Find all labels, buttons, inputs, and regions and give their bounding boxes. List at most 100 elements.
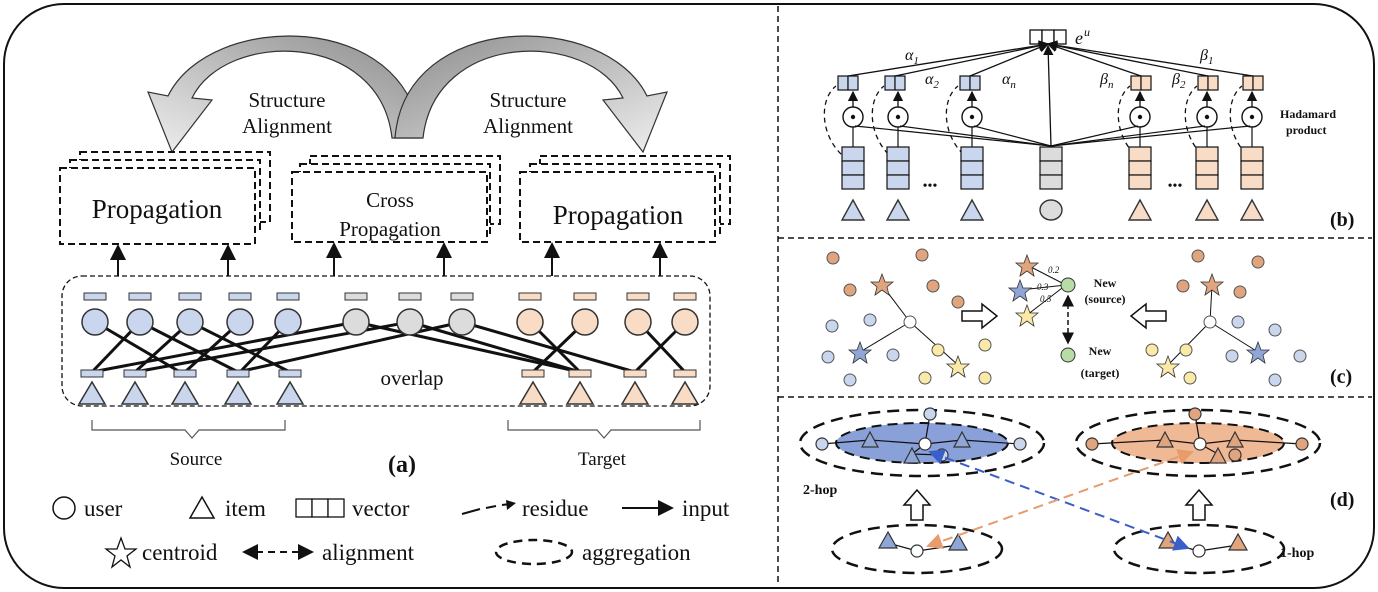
right-1hop: [1112, 523, 1286, 575]
bipartite-edges: [90, 320, 687, 374]
legend-aggregation-icon: [494, 538, 574, 566]
arrow-right-label-1: Structure: [490, 88, 567, 112]
panel-a: Structure Alignment Structure Alignment …: [59, 35, 731, 478]
eu-input-lines: [847, 40, 1254, 147]
panel-b-nodes: [840, 198, 1265, 221]
legend-item-icon: [188, 495, 216, 519]
legend-vector: vector: [352, 496, 410, 521]
arrow-right-hollow: [961, 302, 999, 330]
propagation-stack-left: [59, 151, 271, 245]
item-vectors: [80, 369, 697, 378]
alpha-1: α1: [905, 47, 919, 67]
panel-c: 0.2 0.3 0.5 New (source) New (target) (c…: [821, 248, 1352, 388]
up-arrow-right: [1184, 488, 1214, 521]
beta-n: βn: [1099, 71, 1114, 91]
box-right-label: Propagation: [553, 200, 684, 230]
legend-user: user: [84, 496, 123, 521]
propagation-stack-right: [519, 155, 731, 243]
arrow-left-label-2: Alignment: [242, 114, 332, 138]
caption-b: (b): [1330, 209, 1354, 231]
hadamard-arrows: [847, 90, 1258, 107]
beta-2: β2: [1171, 71, 1186, 91]
target-brace: [507, 420, 701, 439]
legend-centroid-icon: [104, 536, 138, 569]
right-1hop-nodes: [1157, 530, 1249, 558]
target-label: Target: [578, 449, 627, 470]
arrow-right-label-2: Alignment: [483, 114, 573, 138]
new-source-node: [1060, 277, 1076, 293]
alpha-n: αn: [1002, 71, 1016, 91]
center-to-hadamard: [854, 125, 1251, 147]
graph-container: [61, 275, 711, 407]
center-star-blue: [1007, 278, 1033, 302]
weight-1: 0.2: [1048, 265, 1060, 275]
input-arrows-a: [110, 242, 668, 276]
weighted-vectors: [837, 75, 1264, 91]
alignment-orange: [926, 449, 1194, 549]
legend-aggregation: aggregation: [582, 540, 691, 565]
alignment-arrow-right: [394, 35, 668, 154]
alignment-blue: [928, 449, 1190, 551]
propagation-stack-mid: [291, 155, 501, 243]
alignment-arrow-left: [147, 35, 421, 154]
eu-vector: [1029, 29, 1067, 45]
legend-residue-icon: [461, 503, 511, 515]
left-2hop-outer: [798, 408, 1046, 478]
hadamard-nodes: [842, 106, 1263, 128]
centroid-right-orange: [1199, 272, 1225, 296]
panel-d: 2-hop: [798, 407, 1354, 575]
legend-vector-icon: [295, 498, 345, 518]
caption-a: (a): [388, 452, 416, 478]
right-2hop-outer: [1074, 408, 1322, 478]
center-star-orange: [1014, 253, 1040, 277]
user-vectors: [83, 292, 697, 301]
legend-item: item: [225, 496, 266, 521]
center-star-yellow: [1014, 303, 1040, 327]
user-nodes: [81, 308, 699, 336]
legend-input: input: [682, 496, 730, 521]
vector-to-hadamard: [852, 127, 1253, 147]
left-1hop-nodes: [877, 530, 969, 558]
hadamard-dots: [850, 114, 1255, 120]
cluster-left-nodes: [821, 248, 992, 387]
legend-centroid: centroid: [142, 540, 218, 565]
legend-residue: residue: [522, 496, 588, 521]
item-nodes: [77, 380, 700, 405]
source-label: Source: [170, 449, 223, 470]
centroid-right-blue: [1245, 340, 1271, 364]
new-target-node: [1060, 347, 1076, 363]
centroid-left-yellow: [945, 354, 971, 378]
one-hop-label: 1-hop: [1280, 546, 1314, 561]
box-left-label: Propagation: [92, 194, 223, 224]
legend: user item vector residue input centroid …: [52, 495, 730, 569]
box-mid-label-1: Cross: [366, 188, 414, 212]
legend-user-icon: [52, 496, 76, 520]
weight-3: 0.5: [1040, 294, 1052, 304]
eu-label: e: [1075, 28, 1083, 48]
legend-residue-arrowhead: [506, 500, 516, 510]
alpha-2: α2: [925, 71, 939, 91]
two-hop-label: 2-hop: [803, 483, 837, 498]
overlap-label: overlap: [381, 366, 444, 390]
weight-2: 0.3: [1037, 282, 1049, 292]
cluster-right-nodes: [1145, 249, 1307, 387]
source-brace: [91, 420, 286, 439]
new-source-label-2: (source): [1084, 292, 1125, 306]
legend-alignment: alignment: [322, 540, 415, 565]
outer-frame: [3, 3, 1375, 589]
caption-d: (d): [1330, 489, 1354, 511]
right-2hop-nodes: [1085, 407, 1309, 464]
box-mid-label-2: Propagation: [339, 217, 441, 241]
up-arrow-left: [902, 488, 932, 521]
eu-sup: u: [1084, 25, 1090, 39]
embedding-vectors: [841, 146, 1264, 190]
new-target-label-2: (target): [1081, 366, 1120, 380]
panel-b: e u α1 α2 αn βn β2 β1: [823, 25, 1354, 231]
centroid-right-yellow: [1155, 354, 1181, 378]
hadamard-label-2: product: [1286, 123, 1326, 137]
hadamard-label-1: Hadamard: [1280, 107, 1336, 121]
new-target-label-1: New: [1089, 344, 1112, 358]
arrow-left-label-1: Structure: [249, 88, 326, 112]
